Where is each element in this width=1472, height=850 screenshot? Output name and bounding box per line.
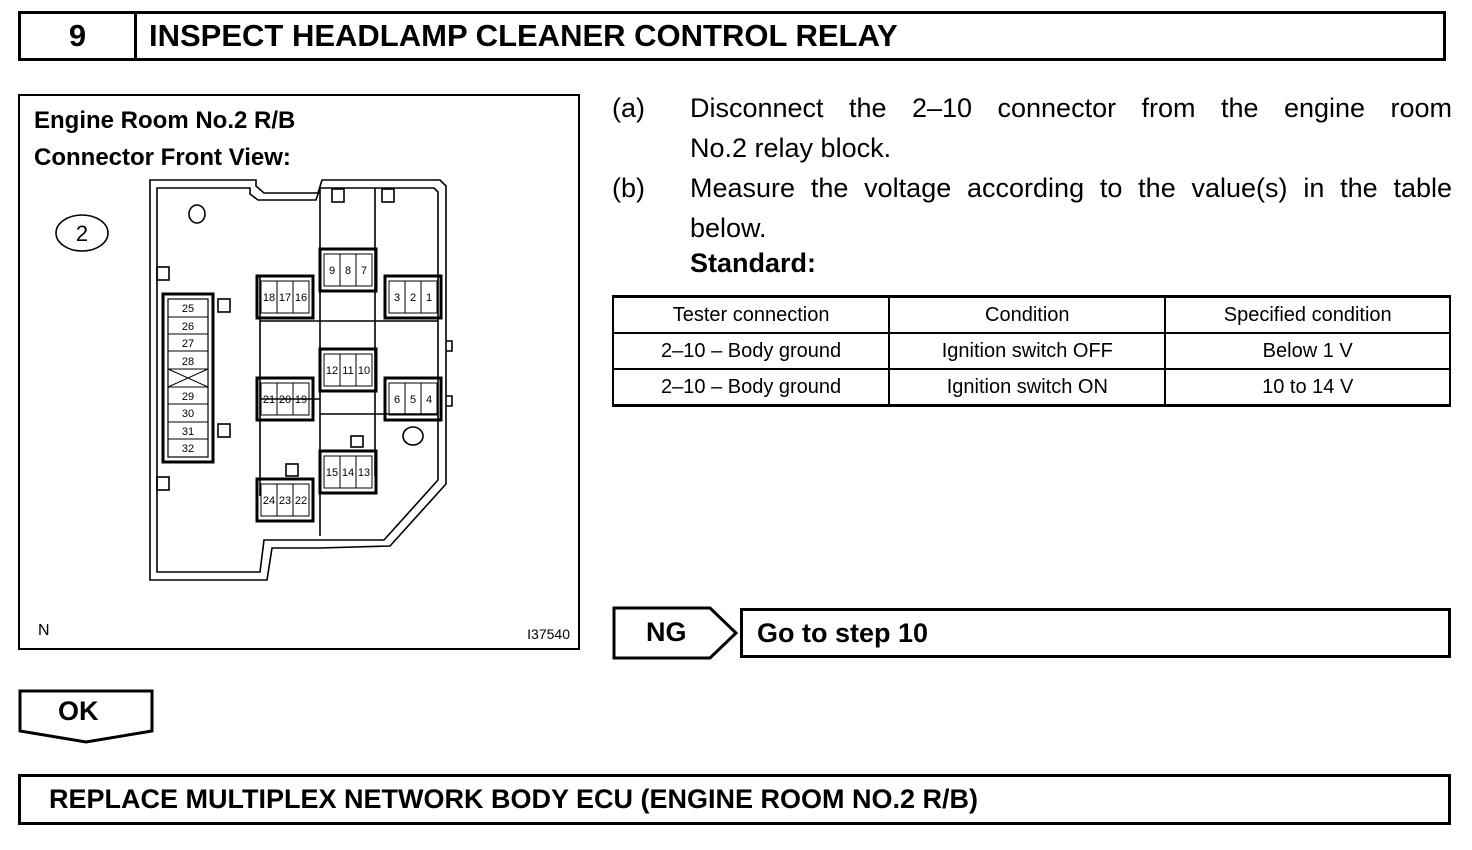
relay-pin-label: 23 (279, 495, 291, 507)
relay-pin-label: 1 (426, 292, 432, 304)
square-marker (285, 463, 299, 477)
table-cell: Below 1 V (1164, 332, 1451, 370)
table-cell: 2–10 – Body ground (611, 332, 891, 370)
ok-arrow-shape (18, 689, 154, 744)
figure-caption: Engine Room No.2 R/B Connector Front Vie… (34, 102, 295, 176)
left-connector: 25 26 27 28 29 30 31 32 (161, 292, 215, 464)
instruction-b-line1: Measure the voltage according to the val… (690, 173, 1452, 203)
ng-result-box[interactable]: NG (612, 605, 742, 666)
relay-pin-label: 9 (329, 265, 335, 277)
pin-label: 26 (182, 321, 194, 333)
ok-result-box[interactable]: OK (18, 688, 158, 751)
ng-label: NG (646, 617, 687, 647)
housing-inner-outline (156, 187, 439, 573)
table-header: Tester connection (611, 295, 891, 334)
table-header: Condition (888, 295, 1167, 334)
table-row: 2–10 – Body ground Ignition switch ON 10… (611, 368, 1451, 407)
relay-pin-label: 17 (279, 292, 291, 304)
table-cell: Ignition switch OFF (888, 332, 1167, 370)
instruction-b-label: (b) (612, 173, 645, 203)
pin-label: 31 (182, 426, 194, 438)
relay-pin-label: 16 (295, 292, 307, 304)
relay-pin-label: 4 (426, 394, 432, 406)
square-marker (381, 188, 395, 203)
relay-pin-label: 21 (263, 394, 275, 406)
square-marker (156, 476, 170, 491)
relay-pin-label: 18 (263, 292, 275, 304)
step-number: 9 (21, 14, 137, 58)
relay-pin-label: 5 (410, 394, 416, 406)
relay-pin-label: 3 (394, 292, 400, 304)
square-marker (217, 423, 231, 438)
final-action-box: REPLACE MULTIPLEX NETWORK BODY ECU (ENGI… (18, 774, 1451, 825)
table-header-row: Tester connection Condition Specified co… (611, 295, 1451, 334)
table-cell: 2–10 – Body ground (611, 368, 891, 407)
block-number-circle (55, 214, 109, 252)
relay-pin-label: 10 (358, 365, 370, 377)
figure-corner-mark: N (38, 622, 50, 639)
block-number: 2 (76, 221, 88, 246)
instruction-a-line2: No.2 relay block. (690, 133, 892, 163)
figure-caption-line2: Connector Front View: (34, 144, 291, 171)
figure-id: I37540 (527, 626, 570, 642)
instruction-a-label: (a) (612, 93, 645, 123)
table-header: Specified condition (1164, 295, 1451, 334)
spec-table: Tester connection Condition Specified co… (611, 295, 1451, 407)
mount-hole-bottom (402, 426, 424, 446)
step-header: 9 INSPECT HEADLAMP CLEANER CONTROL RELAY (18, 11, 1446, 61)
pin-label: 27 (182, 338, 194, 350)
standard-label: Standard: (690, 248, 817, 278)
instruction-a-line1: Disconnect the 2–10 connector from the e… (690, 93, 1452, 123)
relay-pin-label: 13 (358, 467, 370, 479)
relay-pin-label: 20 (279, 394, 291, 406)
relay-pin-label: 2 (410, 292, 416, 304)
figure-caption-line1: Engine Room No.2 R/B (34, 107, 296, 134)
pin-label: 29 (182, 391, 194, 403)
relay-pin-label: 24 (263, 495, 275, 507)
connector-figure: Engine Room No.2 R/B Connector Front Vie… (18, 94, 580, 650)
mount-hole-top (188, 204, 206, 224)
housing-outline (149, 179, 447, 581)
relay-pin-label: 19 (295, 394, 307, 406)
table-cell: 10 to 14 V (1164, 368, 1451, 407)
step-title: INSPECT HEADLAMP CLEANER CONTROL RELAY (149, 18, 898, 53)
relay-pin-label: 8 (345, 265, 351, 277)
relay-pin-label: 11 (342, 365, 353, 377)
pin-label: 28 (182, 356, 194, 368)
relay-block-drawing: 25 26 27 28 29 30 31 32 (55, 179, 453, 581)
instruction-b: (b) Measure the voltage according to the… (612, 168, 1452, 248)
square-marker (331, 188, 345, 203)
goto-step-box[interactable]: Go to step 10 (740, 608, 1451, 658)
relay-pin-label: 6 (394, 394, 400, 406)
relay-pin-label: 15 (326, 467, 338, 479)
square-marker (217, 298, 231, 313)
pin-label: 32 (182, 443, 194, 455)
table-cell: Ignition switch ON (888, 368, 1167, 407)
relay-pin-label: 12 (326, 365, 338, 377)
pin-label: 25 (182, 303, 194, 315)
relay-pin-label: 22 (295, 495, 307, 507)
table-row: 2–10 – Body ground Ignition switch OFF B… (611, 332, 1451, 370)
instruction-a: (a) Disconnect the 2–10 connector from t… (612, 88, 1452, 168)
instruction-b-line2: below. (690, 213, 767, 243)
square-marker (350, 435, 364, 448)
relay-pin-label: 14 (342, 467, 354, 479)
pin-label: 30 (182, 408, 194, 420)
ok-label: OK (58, 696, 99, 726)
ng-arrow-shape (612, 606, 739, 660)
relay-pin-label: 7 (361, 265, 367, 277)
square-marker (156, 266, 170, 281)
